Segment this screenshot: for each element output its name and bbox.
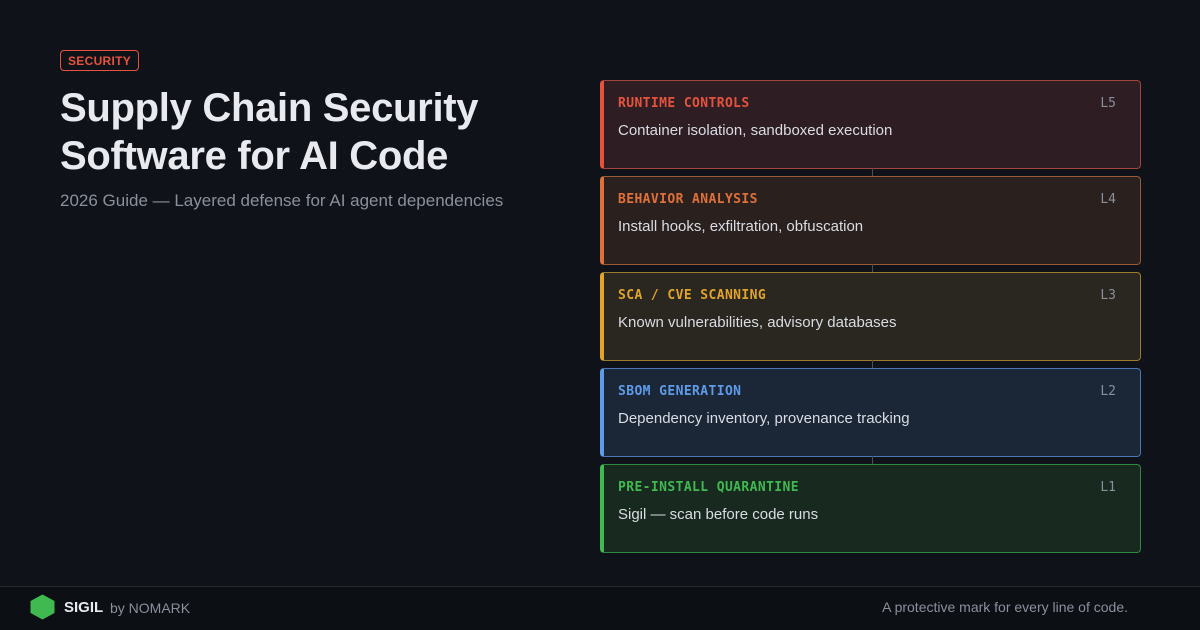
page-title: Supply Chain Security Software for AI Co… (60, 86, 479, 178)
layer-behavior-analysis: BEHAVIOR ANALYSIS Install hooks, exfiltr… (600, 176, 1141, 273)
footer-tagline: A protective mark for every line of code… (882, 599, 1128, 615)
layer-name: SCA / CVE SCANNING (618, 288, 767, 303)
category-badge: SECURITY (60, 50, 140, 71)
layer-name: BEHAVIOR ANALYSIS (618, 192, 758, 207)
layer-sca-cve-scanning: SCA / CVE SCANNING Known vulnerabilities… (600, 272, 1141, 369)
layer-level: L1 (1100, 480, 1116, 495)
layer-name: RUNTIME CONTROLS (618, 96, 750, 111)
layer-description: Sigil — scan before code runs (618, 506, 819, 523)
layer-name: SBOM GENERATION (618, 384, 742, 399)
layer-connector (872, 360, 873, 369)
footer-bar: SIGIL by NOMARK A protective mark for ev… (0, 586, 1200, 630)
layer-connector (872, 456, 873, 465)
layer-level: L5 (1100, 96, 1116, 111)
page-subtitle: 2026 Guide — Layered defense for AI agen… (60, 191, 504, 210)
layer-connector (872, 168, 873, 177)
layer-pre-install-quarantine: PRE-INSTALL QUARANTINE Sigil — scan befo… (600, 464, 1141, 553)
brand-byline: by NOMARK (110, 600, 191, 616)
brand-name: SIGIL (64, 599, 104, 616)
defense-layer-stack: RUNTIME CONTROLS Container isolation, sa… (600, 80, 1141, 553)
layer-name: PRE-INSTALL QUARANTINE (618, 480, 799, 495)
layer-level: L3 (1100, 288, 1116, 303)
layer-runtime-controls: RUNTIME CONTROLS Container isolation, sa… (600, 80, 1141, 177)
layer-description: Container isolation, sandboxed execution (618, 122, 893, 139)
layer-connector (872, 264, 873, 273)
layer-level: L4 (1100, 192, 1116, 207)
layer-description: Dependency inventory, provenance trackin… (618, 410, 910, 427)
layer-description: Known vulnerabilities, advisory database… (618, 314, 897, 331)
layer-description: Install hooks, exfiltration, obfuscation (618, 218, 864, 235)
layer-sbom-generation: SBOM GENERATION Dependency inventory, pr… (600, 368, 1141, 465)
hexagon-icon (30, 594, 55, 620)
layer-level: L2 (1100, 384, 1116, 399)
